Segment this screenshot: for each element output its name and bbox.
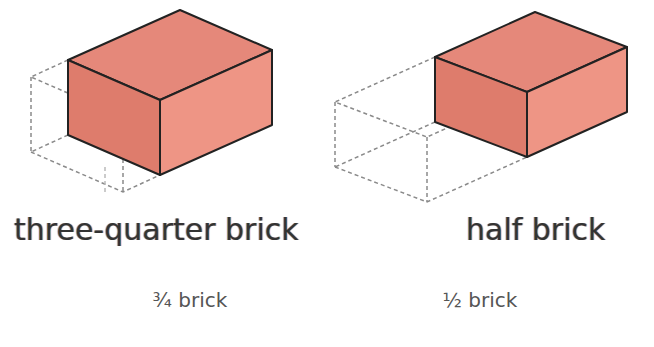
- three-quarter-brick: [68, 10, 272, 175]
- fraction-label: ¾ brick: [153, 288, 228, 312]
- brick-name: half brick: [466, 212, 605, 247]
- half-brick: [435, 12, 627, 157]
- brick-name: three-quarter brick: [14, 212, 299, 247]
- fraction-label: ½ brick: [443, 288, 518, 312]
